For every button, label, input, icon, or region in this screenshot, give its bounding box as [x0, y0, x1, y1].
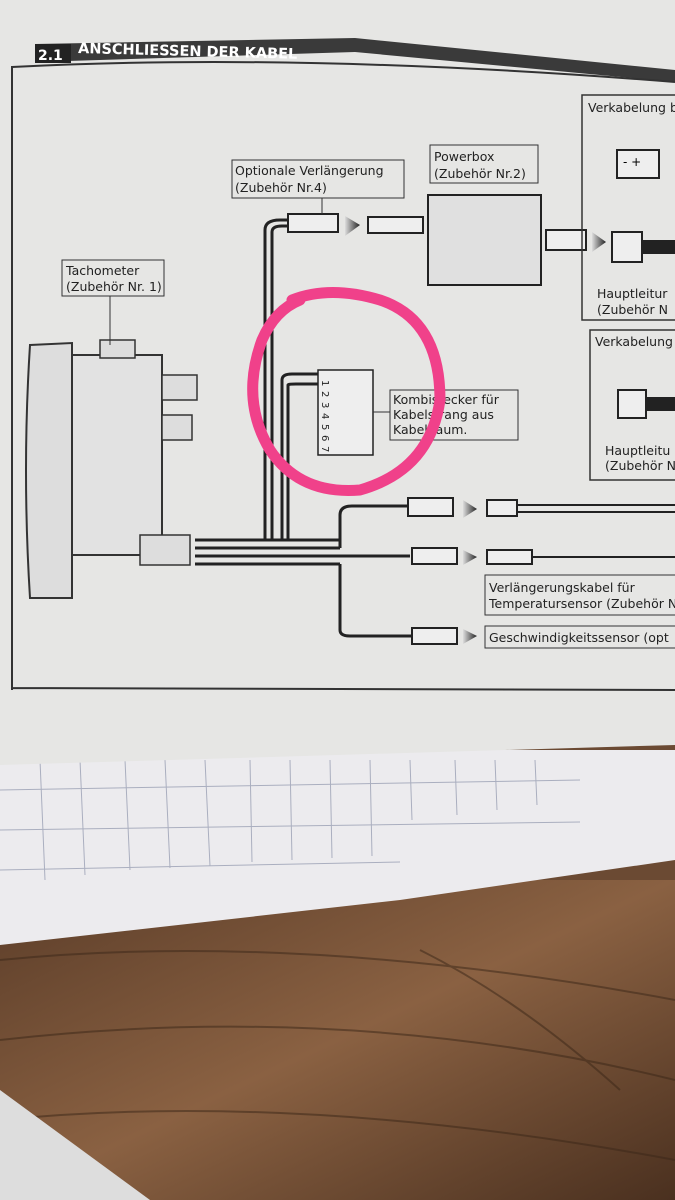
wooden-table: [0, 880, 675, 1200]
temp-extension-accessory: Temperatursensor (Zubehör N: [488, 596, 675, 611]
tachometer-accessory: (Zubehör Nr. 1): [66, 279, 162, 294]
svg-text:1: 1: [319, 380, 330, 386]
arrow-icon: [463, 550, 477, 565]
section-header-bar: [35, 38, 675, 82]
svg-text:7: 7: [319, 446, 330, 452]
grid-paper: [0, 750, 675, 945]
diagram-frame: [11, 61, 675, 691]
main-line-mid-label: Hauptleitu: [605, 443, 670, 458]
tachometer: [25, 339, 198, 599]
main-line-top-accessory: (Zubehör N: [597, 302, 668, 317]
extension-connector: [287, 213, 339, 233]
powerbox-accessory: (Zubehör Nr.2): [434, 166, 526, 181]
section-number: 2.1: [38, 48, 63, 64]
highlight-circle-annotation: [247, 287, 446, 496]
svg-text:- +: - +: [623, 155, 641, 169]
extension-label: Optionale Verlängerung: [235, 163, 384, 178]
svg-text:4: 4: [319, 413, 330, 419]
powerbox-label: Powerbox: [434, 149, 494, 164]
extension-connector-female: [367, 216, 424, 234]
section-title: ANSCHLIESSEN DER KABEL: [78, 41, 298, 63]
arrow-icon: [592, 232, 606, 252]
speed-sensor-label: Geschwindigkeitssensor (opt: [489, 630, 669, 645]
tachometer-label: Tachometer: [65, 263, 140, 278]
wiring-panel-mid: [589, 329, 675, 481]
arrow-icon: [345, 216, 360, 236]
combo-plug: [317, 369, 374, 456]
paper-corner: [0, 1090, 150, 1200]
combo-plug-pins: 1 2 3 4 5 6 7: [319, 380, 330, 452]
combo-plug-label-2: Kabelstrang aus: [393, 407, 494, 422]
tachometer-label-box: [61, 259, 165, 297]
svg-text:5: 5: [319, 424, 330, 430]
arrow-icon: [463, 500, 477, 518]
svg-text:2: 2: [319, 391, 330, 397]
wire-harness: [195, 218, 412, 638]
arrow-icon: [463, 629, 477, 644]
svg-text:3: 3: [319, 402, 330, 408]
svg-text:6: 6: [319, 435, 330, 441]
wiring-top-label: Verkabelung b: [588, 100, 675, 115]
main-line-mid-accessory: (Zubehör N: [605, 458, 675, 473]
combo-plug-label: Kombistecker für: [393, 392, 500, 407]
battery-icon: [616, 149, 660, 179]
powerbox: [427, 194, 542, 286]
wiring-mid-label: Verkabelung: [595, 334, 673, 349]
extension-accessory: (Zubehör Nr.4): [235, 180, 327, 195]
temp-extension-label: Verlängerungskabel für: [489, 580, 636, 595]
wiring-panel-top: [581, 94, 675, 321]
main-line-top-label: Hauptleitur: [597, 286, 668, 301]
